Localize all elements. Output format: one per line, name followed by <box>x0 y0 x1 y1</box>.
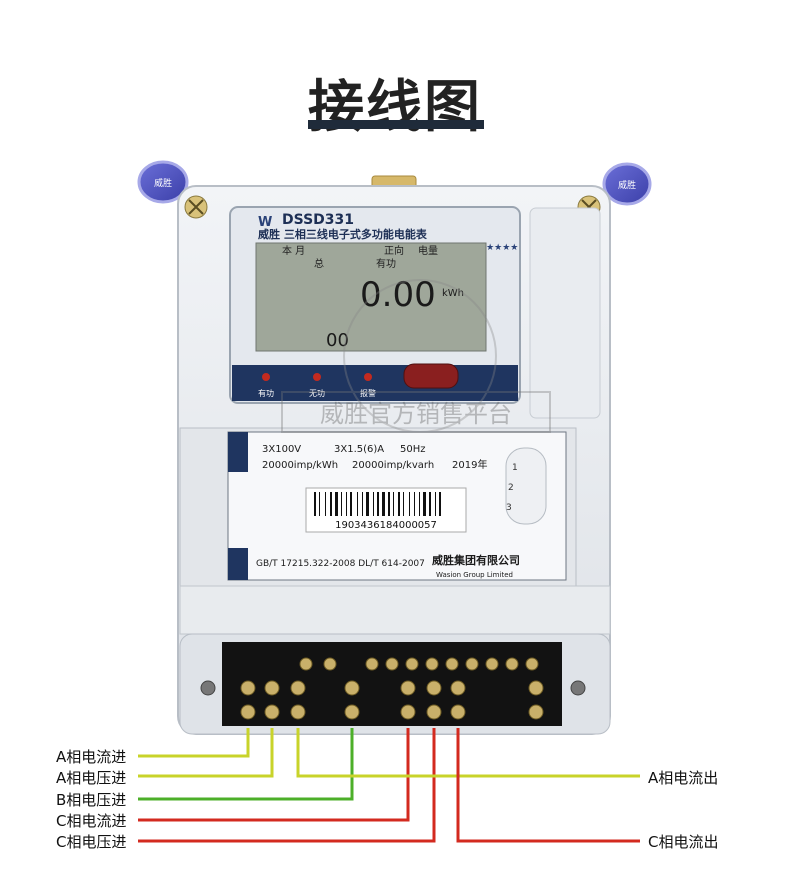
lcd-row1-right: 电量 <box>418 244 438 257</box>
terminal-screw-icon <box>400 704 416 720</box>
lcd-row2-mid: 有功 <box>376 257 396 270</box>
aux-terminal-screw-icon <box>299 657 313 671</box>
aux-terminal-screw-icon <box>405 657 419 671</box>
lcd-row2-left: 总 <box>314 257 324 270</box>
terminal-screw-icon <box>344 704 360 720</box>
watermark: 威胜官方销售平台 <box>281 279 551 433</box>
terminal-screw-icon <box>240 680 256 696</box>
lcd-row1-left: 本 月 <box>282 244 305 257</box>
aux-terminal-screw-icon <box>445 657 459 671</box>
label-a-voltage-in: A相电压进 <box>56 769 127 787</box>
lcd-row1-mid: 正向 <box>384 244 404 257</box>
terminal-screw-icon <box>240 704 256 720</box>
wire-c-voltage-in <box>138 728 436 843</box>
side-number-2: 2 <box>508 483 514 493</box>
meter-name: 威胜 三相三线电子式多功能电能表 <box>258 227 428 241</box>
label-a-current-in: A相电流进 <box>56 748 127 766</box>
meter-model: DSSD331 <box>282 212 354 228</box>
wire-c-current-out <box>456 728 640 843</box>
seal-left: 威胜 <box>137 160 189 204</box>
aux-terminal-screw-icon <box>425 657 439 671</box>
terminal-screw-icon <box>344 680 360 696</box>
seal-left-text: 威胜 <box>154 177 172 189</box>
led-label-reactive: 无功 <box>309 388 325 398</box>
terminal-screw-icon <box>290 704 306 720</box>
terminal-cover <box>179 585 611 635</box>
logo-icon: W <box>258 215 272 230</box>
spec-voltage: 3X100V <box>262 444 301 455</box>
seal-right-text: 威胜 <box>618 179 636 191</box>
terminal-screw-icon <box>264 704 280 720</box>
aux-terminal-screw-icon <box>365 657 379 671</box>
terminal-screw-icon <box>400 680 416 696</box>
company-name: 威胜集团有限公司 <box>432 553 520 567</box>
led-indicators: 有功 无功 报警 <box>258 373 376 398</box>
label-b-voltage-in: B相电压进 <box>56 791 127 809</box>
aux-terminal-screw-icon <box>485 657 499 671</box>
aux-terminal-screw-icon <box>525 657 539 671</box>
label-a-current-out: A相电流出 <box>648 769 719 787</box>
lcd-reading: 0.00 <box>360 275 436 315</box>
terminal-screw-icon <box>264 680 280 696</box>
side-number-3: 3 <box>506 503 512 513</box>
lcd-small-digits: 00 <box>326 330 349 351</box>
ir-port <box>403 363 459 389</box>
lcd-unit: kWh <box>442 288 464 299</box>
terminal-screws <box>240 657 544 720</box>
label-c-current-in: C相电流进 <box>56 812 127 830</box>
terminal-screw-icon <box>426 704 442 720</box>
terminal-screw-icon <box>426 680 442 696</box>
standards: GB/T 17215.322-2008 DL/T 614-2007 <box>256 559 425 569</box>
wire-a-current-in <box>138 728 250 758</box>
led-label-active: 有功 <box>258 388 274 398</box>
barcode-number: 1903436184000057 <box>335 520 437 531</box>
company-name-en: Wasion Group Limited <box>436 571 513 579</box>
aux-terminal-screw-icon <box>385 657 399 671</box>
aux-terminal-screw-icon <box>465 657 479 671</box>
spec-active-constant: 20000imp/kWh <box>262 460 338 471</box>
spec-frequency: 50Hz <box>400 444 426 455</box>
led-strip <box>232 365 518 401</box>
page-title: 接线图 <box>308 75 482 140</box>
spec-current: 3X1.5(6)A <box>334 444 384 455</box>
lcd-screen <box>255 242 487 352</box>
wire-a-voltage-in <box>138 728 274 778</box>
terminal-screw-icon <box>290 680 306 696</box>
led-label-alarm: 报警 <box>360 388 376 398</box>
watermark-main: 威胜官方销售平台 <box>320 400 512 428</box>
terminal-screw-icon <box>450 704 466 720</box>
side-button-panel[interactable] <box>505 447 547 525</box>
wire-c-current-in <box>138 728 410 822</box>
label-c-voltage-in: C相电压进 <box>56 833 127 851</box>
spec-reactive-constant: 20000imp/kvarh <box>352 460 434 471</box>
terminal-screw-icon <box>450 680 466 696</box>
barcode <box>314 492 441 516</box>
star-rating-icon: ★★★★★ <box>478 243 518 253</box>
wires <box>138 728 640 843</box>
wire-b-voltage-in <box>138 728 354 801</box>
label-c-current-out: C相电流出 <box>648 833 719 851</box>
side-panel <box>529 207 601 419</box>
mount-hole-right-icon <box>570 680 586 696</box>
aux-terminal-screw-icon <box>323 657 337 671</box>
mount-hole-left-icon <box>200 680 216 696</box>
side-number-1: 1 <box>512 463 518 473</box>
title-underline <box>308 120 484 129</box>
wire-a-current-out <box>296 728 640 778</box>
terminal-screw-icon <box>528 704 544 720</box>
aux-terminal-screw-icon <box>505 657 519 671</box>
terminal-screw-icon <box>528 680 544 696</box>
spec-year: 2019年 <box>452 458 487 471</box>
seal-right: 威胜 <box>602 162 652 206</box>
